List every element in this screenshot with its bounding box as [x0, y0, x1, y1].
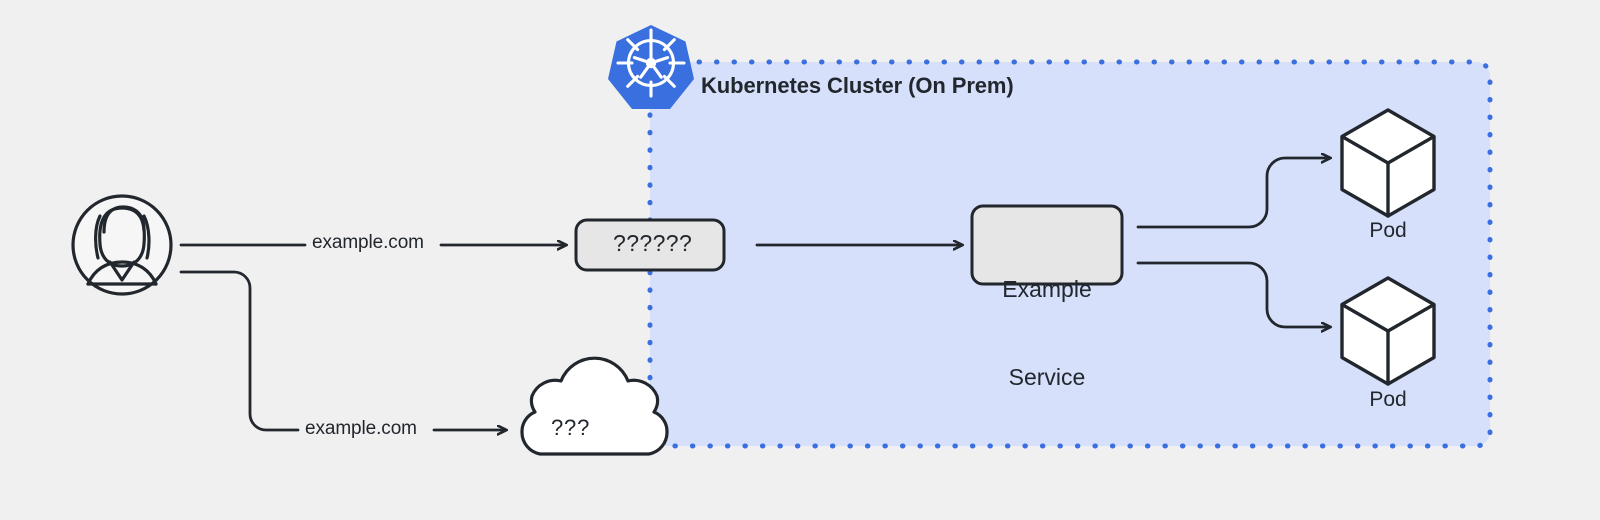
example-service-box[interactable]: [970, 204, 1124, 286]
edge-label-user-to-ingress: example.com: [312, 232, 424, 253]
unknown-box-label: ??????: [613, 230, 693, 256]
cluster-title: Kubernetes Cluster (On Prem): [701, 73, 1014, 98]
pod-top-label: Pod: [1369, 219, 1407, 242]
cloud-icon: [520, 356, 669, 456]
pod-bottom-cube-icon[interactable]: [1340, 276, 1436, 386]
example-service-label: Example Service: [973, 216, 1121, 452]
cloud-label: ???: [551, 415, 591, 440]
edge-service-to-pod-bottom: [1136, 261, 1330, 327]
edge-service-to-pod-top: [1136, 158, 1330, 229]
example-service-label-line2: Service: [1008, 364, 1086, 391]
example-service-label-line1: Example: [1002, 275, 1092, 302]
unknown-box[interactable]: [574, 218, 726, 272]
edge-user-to-cloud: [179, 270, 506, 430]
edge-label-user-to-cloud: example.com: [305, 418, 417, 439]
pod-top-cube-icon[interactable]: [1340, 108, 1436, 218]
pod-bottom-label: Pod: [1369, 388, 1407, 411]
user-avatar-icon: [71, 194, 173, 296]
kubernetes-helm-icon: [608, 25, 694, 109]
